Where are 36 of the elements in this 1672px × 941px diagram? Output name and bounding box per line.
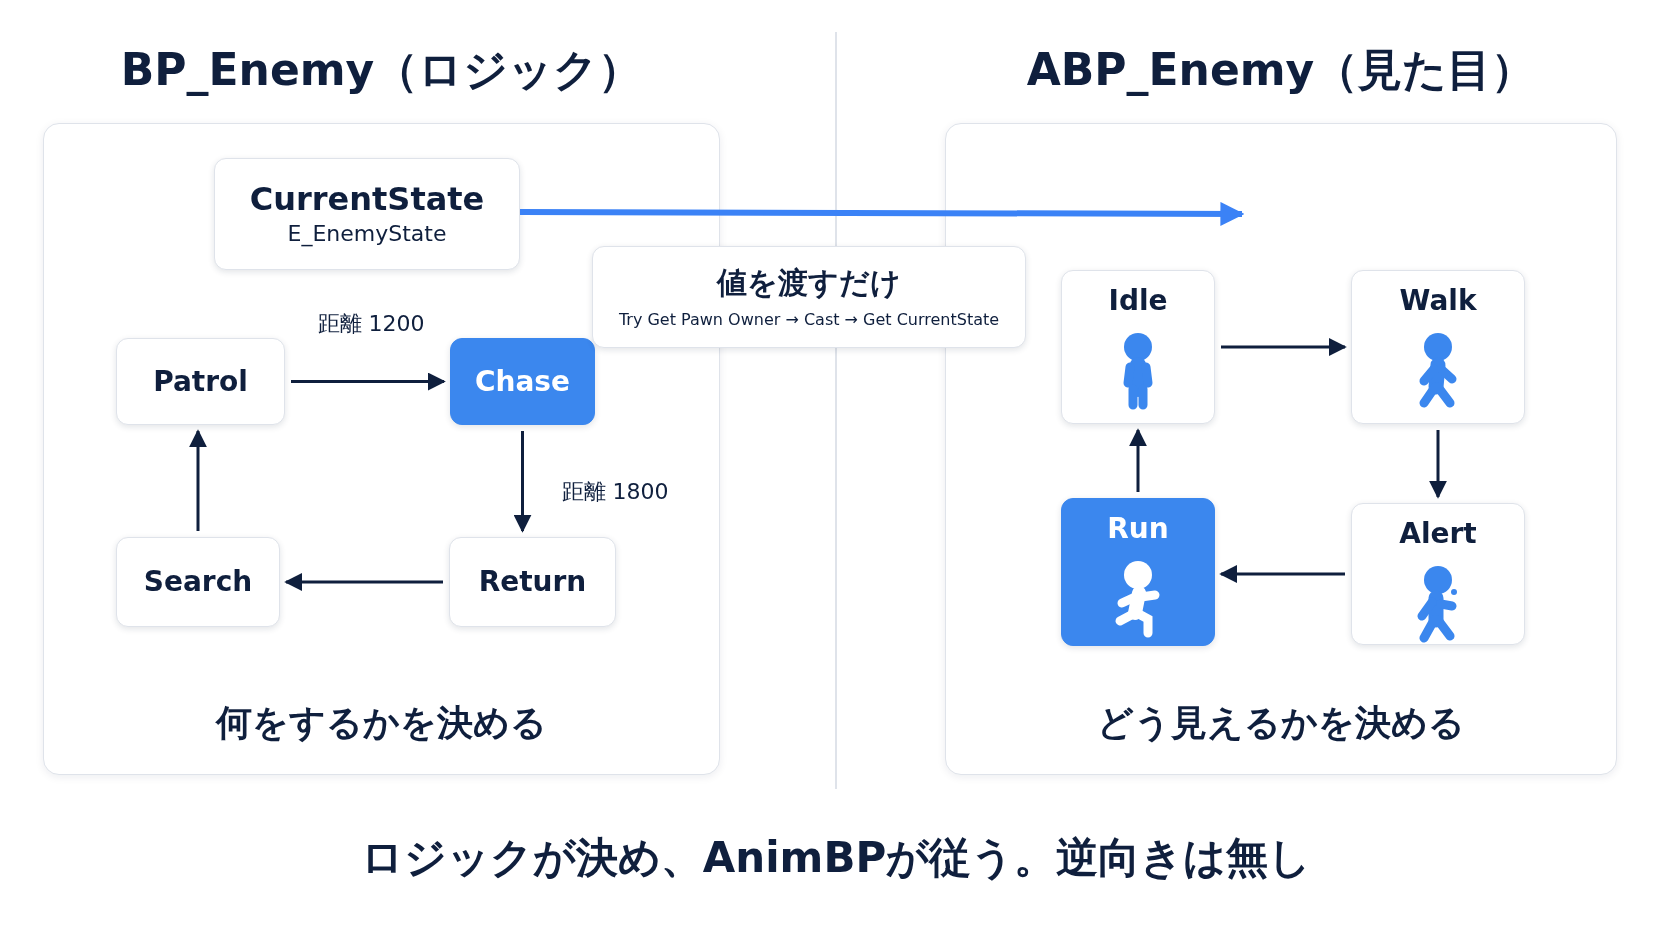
state-subtext: E_EnemyState xyxy=(287,220,447,249)
state-box xyxy=(1351,270,1525,424)
state-box-highlighted xyxy=(450,338,595,425)
panel-title: ABP_Enemy（見た目） xyxy=(1025,43,1537,98)
arrow xyxy=(291,372,446,391)
panel-caption: 何をするかを決める xyxy=(214,701,548,745)
state-name: Alert xyxy=(1399,516,1477,552)
state-box xyxy=(1061,270,1215,424)
arrow xyxy=(520,201,1245,226)
state-name: Run xyxy=(1107,511,1169,547)
summary-text: ロジックが決め、AnimBPが従う。逆向きは無し xyxy=(359,832,1313,884)
state-name: 値を渡すだけ xyxy=(717,264,901,302)
state-box-highlighted xyxy=(1061,498,1215,646)
arrow xyxy=(284,573,443,591)
state-box xyxy=(1351,503,1525,645)
state-subtext: Try Get Pawn Owner → Cast → Get CurrentState xyxy=(618,310,1000,330)
arrow xyxy=(1429,430,1447,499)
arrow xyxy=(1219,565,1345,583)
panel-caption: どう見えるかを決める xyxy=(1096,701,1466,745)
arrow xyxy=(1129,428,1147,492)
state-name: CurrentState xyxy=(249,179,485,219)
arrow xyxy=(1221,338,1347,356)
state-name: Return xyxy=(478,564,587,600)
state-box xyxy=(116,338,285,425)
state-box xyxy=(592,246,1026,348)
arrow xyxy=(189,429,207,531)
state-box xyxy=(116,537,280,627)
state-box xyxy=(449,537,616,627)
state-name: Chase xyxy=(474,363,570,400)
state-name: Search xyxy=(143,564,253,600)
state-box xyxy=(214,158,520,270)
panel-title: BP_Enemy（ロジック） xyxy=(119,43,644,98)
state-name: Walk xyxy=(1399,283,1477,319)
state-name: Idle xyxy=(1108,283,1168,319)
state-name: Patrol xyxy=(153,363,248,400)
arrow xyxy=(513,431,532,533)
